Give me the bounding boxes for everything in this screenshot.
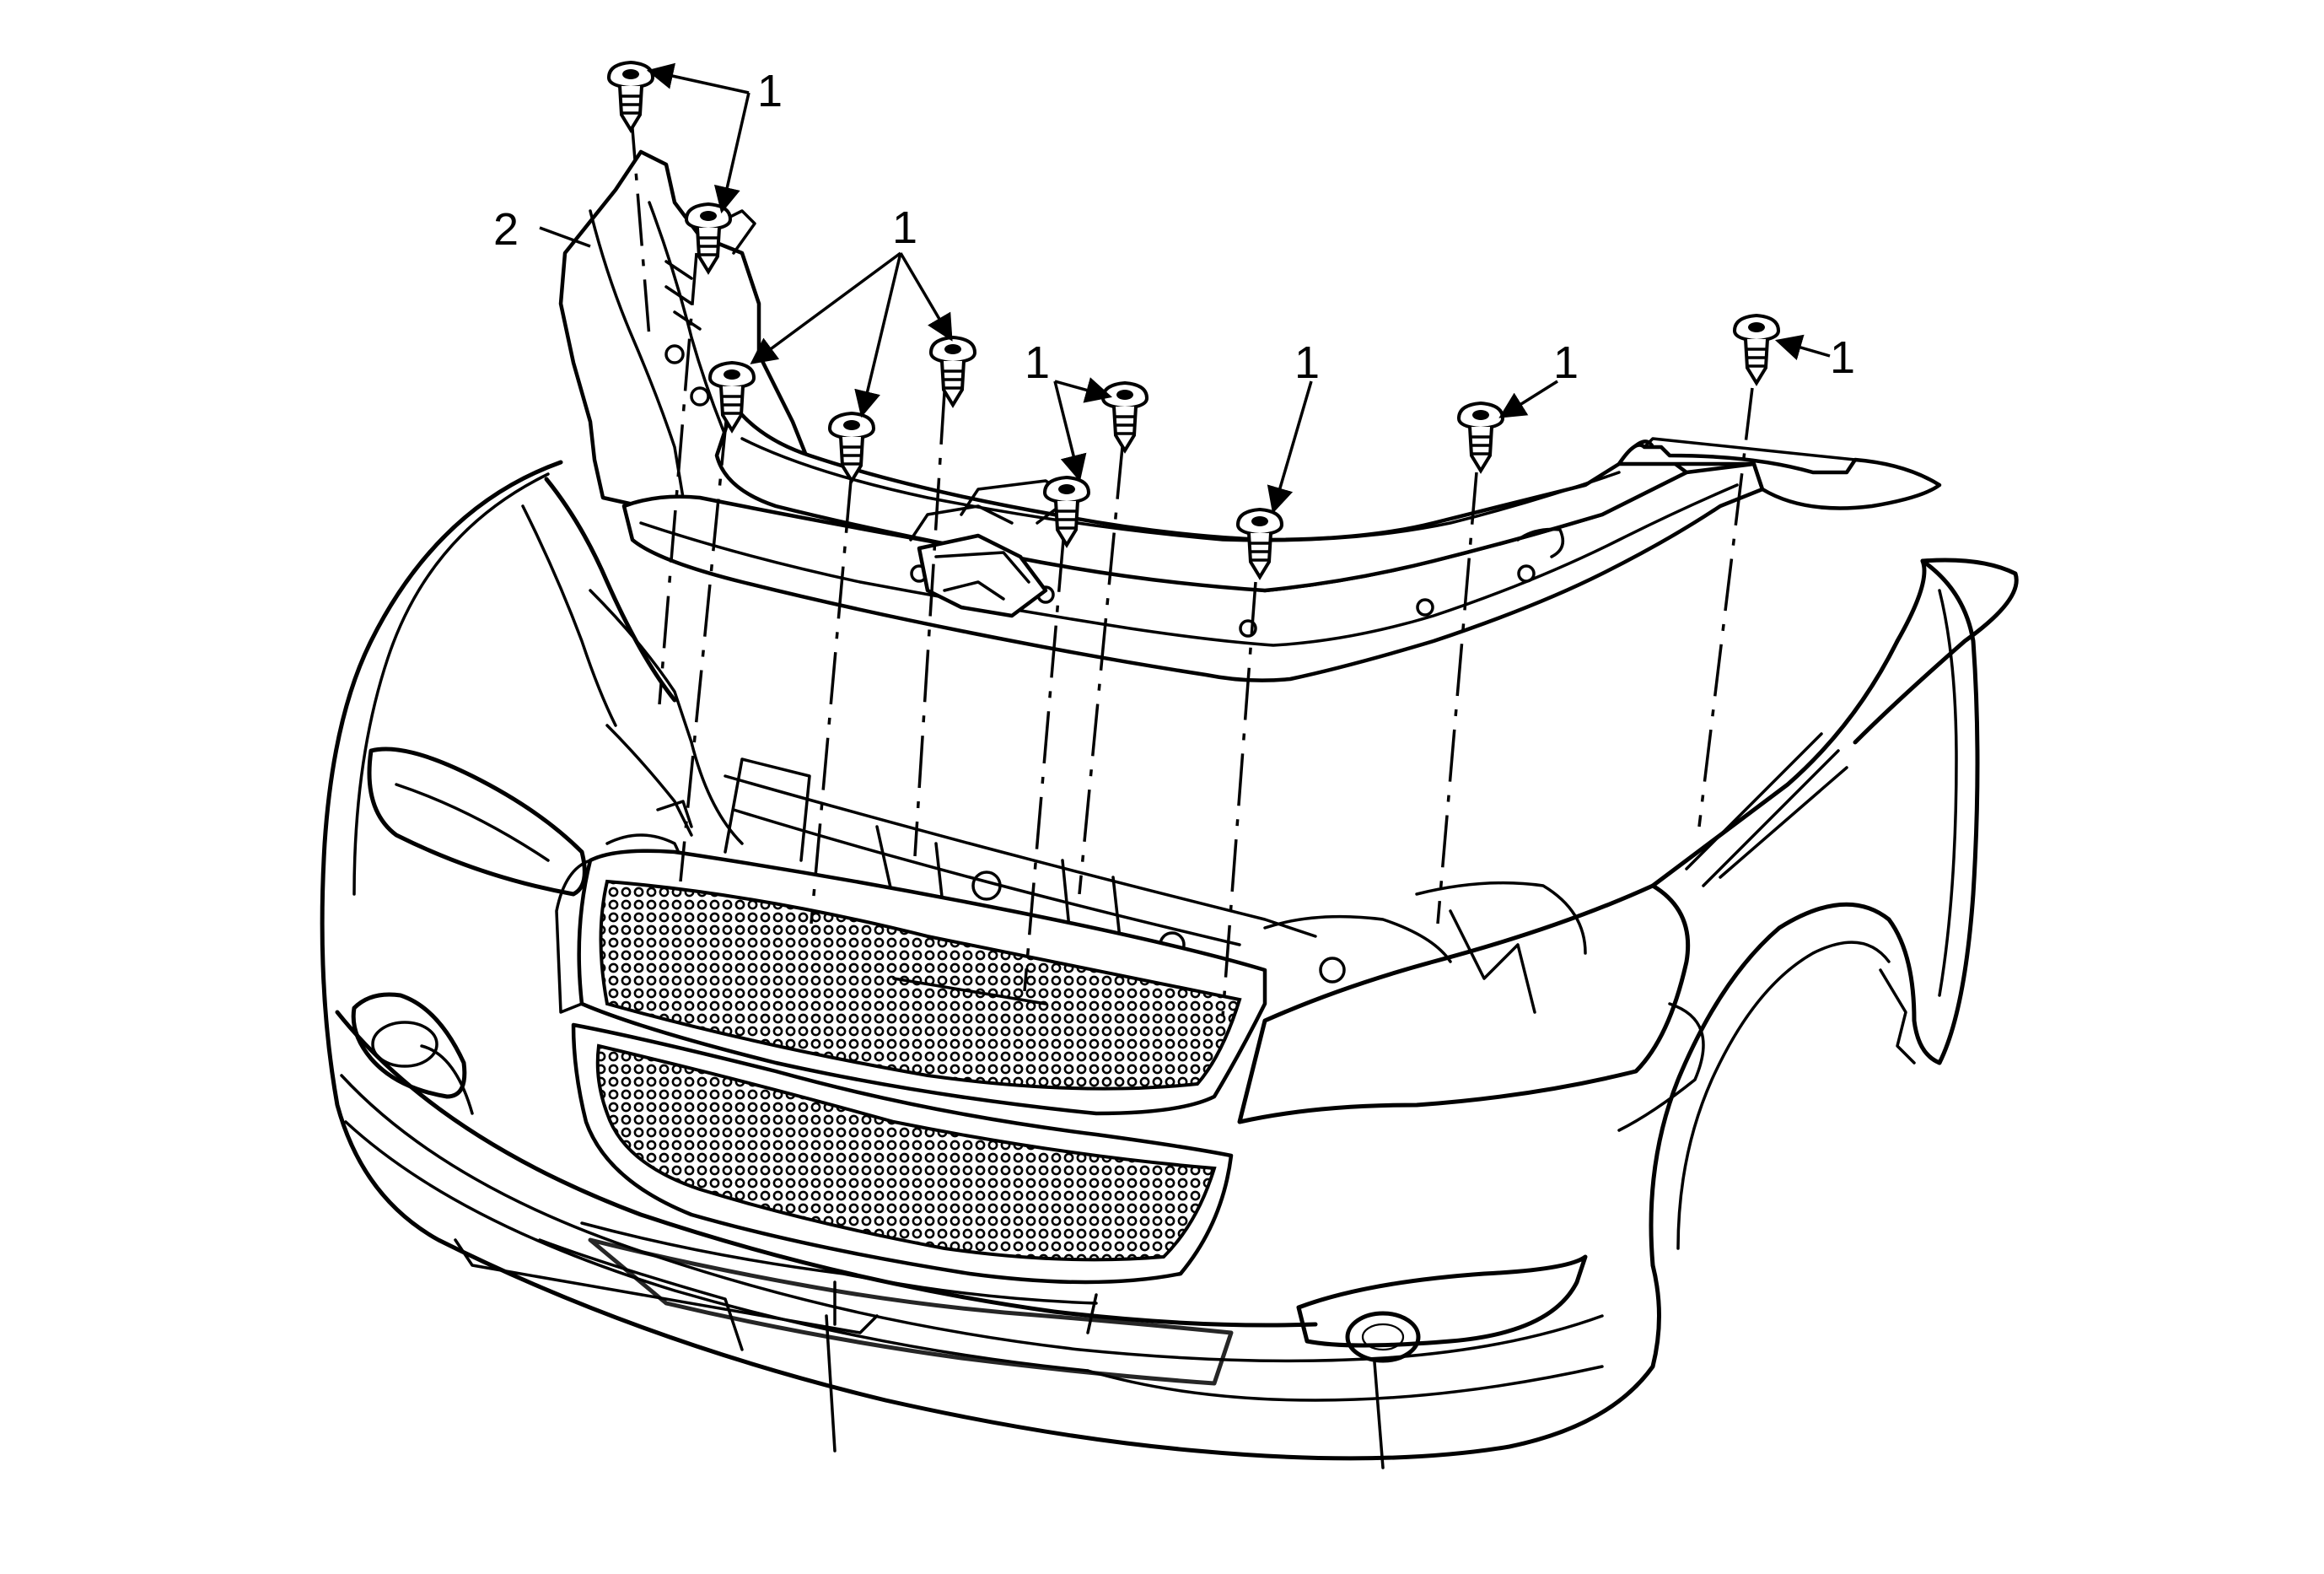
callout-2-label: 2 [493, 204, 519, 255]
fastener-clip [1457, 402, 1504, 472]
callout-1-label: 1 [1025, 337, 1050, 388]
fastener-clip [929, 336, 976, 407]
lower-grille [571, 1022, 1234, 1334]
left-fog-lamp [351, 992, 474, 1115]
upper-grille [555, 849, 1267, 1116]
callout-1-label: 1 [1553, 337, 1579, 388]
fastener-clip [607, 61, 654, 132]
right-fog-lamp [1296, 1254, 1588, 1363]
callout-1-label: 1 [1830, 332, 1855, 383]
right-headlamp [1237, 883, 1705, 1132]
callout-labels: 1 2 1 1 1 1 1 [493, 66, 1855, 388]
callout-1-label: 1 [892, 202, 917, 253]
left-headlamp [367, 747, 587, 897]
air-baffle-panel [558, 149, 1942, 682]
alignment-lines [629, 107, 1754, 1017]
front-fascia [320, 460, 1705, 1469]
fastener-clip [1101, 381, 1149, 452]
callout-1-label: 1 [757, 66, 783, 116]
right-fender [1649, 558, 2019, 1268]
callout-leaders [539, 62, 1831, 515]
callout-1-label: 1 [1294, 337, 1320, 388]
fastener-clip [1733, 314, 1780, 385]
